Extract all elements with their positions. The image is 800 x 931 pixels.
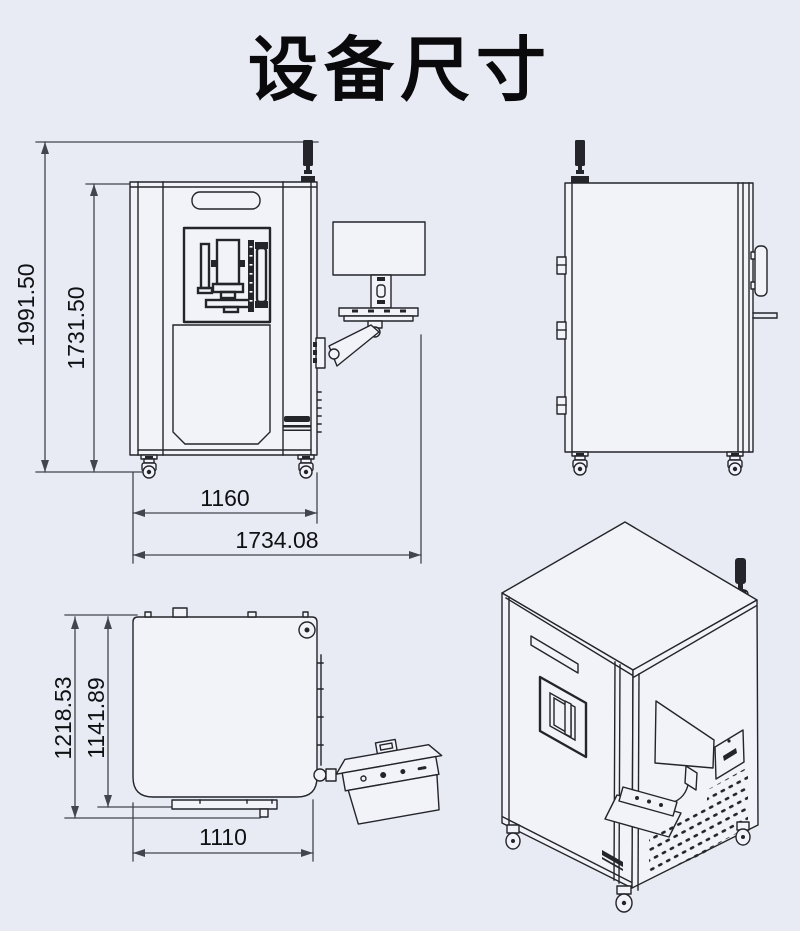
keyboard-tray xyxy=(338,307,419,317)
wall-bracket xyxy=(315,337,326,369)
caster-iso-left xyxy=(505,824,521,850)
brand-logo xyxy=(283,416,311,431)
scale-strip xyxy=(248,240,254,312)
support-arm xyxy=(328,324,380,367)
isometric-view-drawing xyxy=(501,521,759,913)
front-face-features xyxy=(530,635,623,871)
signal-tower xyxy=(301,140,315,182)
monitor-assembly xyxy=(313,221,426,369)
dim-cabinet-width: 1160 xyxy=(200,485,249,511)
caster-iso-right xyxy=(735,821,751,846)
cabinet-side xyxy=(556,182,778,453)
front-dimension-lines xyxy=(35,141,422,564)
scale-ticks xyxy=(249,246,253,302)
monitor-iso xyxy=(654,700,715,769)
monitor xyxy=(332,221,426,276)
lower-door-panel xyxy=(172,324,271,445)
vent-panel-lower xyxy=(649,806,707,877)
dim-overall-width: 1734.08 xyxy=(235,527,318,553)
side-view-drawing xyxy=(556,140,778,476)
front-view-drawing: 1991.50 1731.50 1160 1734.08 xyxy=(13,140,426,564)
keyboard-tray-top xyxy=(313,738,443,825)
caster-front-right xyxy=(297,454,315,479)
door-handle-side xyxy=(750,245,768,297)
latch-rod xyxy=(752,312,778,319)
caster-side-left xyxy=(571,451,589,476)
monitor-mount-iso xyxy=(684,765,698,791)
caster-side-right xyxy=(726,451,744,476)
dim-body-width: 1110 xyxy=(199,824,247,850)
handle-recess-iso xyxy=(530,635,579,674)
cabinet-front xyxy=(129,181,322,456)
signal-tower-side xyxy=(571,140,589,183)
window-handle-bar xyxy=(255,242,268,308)
dim-overall-height: 1991.50 xyxy=(13,263,39,346)
caster-iso-bottom xyxy=(615,885,633,913)
press-mechanism xyxy=(196,238,254,314)
signal-tower-top xyxy=(298,621,316,639)
machine-top-body xyxy=(132,607,324,818)
dim-overall-depth: 1218.53 xyxy=(50,676,76,759)
door-handle-recess xyxy=(191,191,261,210)
caster-front-left xyxy=(140,454,158,479)
top-dimension-lines xyxy=(64,614,314,862)
dim-cabinet-height: 1731.50 xyxy=(63,286,89,369)
dim-inner-depth: 1141.89 xyxy=(83,677,109,758)
brand-logo-iso xyxy=(602,850,623,871)
top-view-drawing: 1218.53 1141.89 1110 xyxy=(50,607,443,862)
page-title: 设备尺寸 xyxy=(248,31,552,109)
